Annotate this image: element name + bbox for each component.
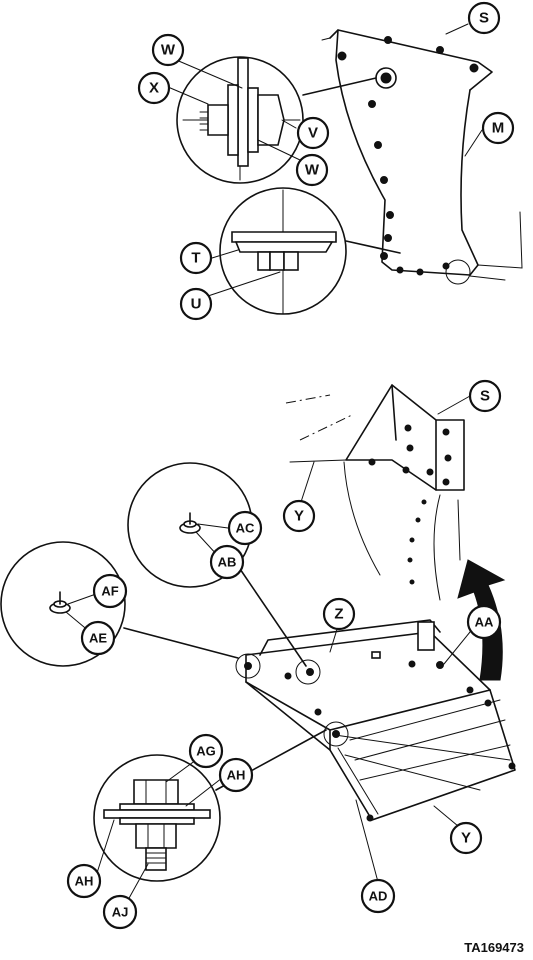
callout-af-label: AF: [101, 584, 118, 599]
callout-ac-label: AC: [236, 521, 255, 536]
callout-v: V: [296, 116, 330, 150]
callout-s-upper-label: S: [479, 10, 489, 27]
callout-ah-right: AH: [218, 757, 254, 793]
callout-x-label: X: [149, 80, 159, 97]
callout-w-bottom: W: [295, 153, 329, 187]
callout-v-label: V: [308, 125, 318, 142]
detail-nut-washer: [176, 56, 377, 184]
callout-aa-label: AA: [475, 615, 494, 630]
callout-ad-label: AD: [369, 889, 388, 904]
callout-x: X: [137, 71, 171, 105]
hull-structure: [285, 384, 465, 601]
callout-s-upper: S: [467, 1, 501, 35]
callout-t-label: T: [191, 250, 200, 267]
callout-w-top: W: [151, 33, 185, 67]
callout-s-lower: S: [468, 379, 502, 413]
callout-w-bottom-label: W: [305, 162, 320, 179]
callout-aj: AJ: [102, 894, 138, 930]
callout-s-lower-label: S: [480, 388, 490, 405]
callout-m-label: M: [492, 120, 505, 137]
callout-y-bottom: Y: [449, 821, 483, 855]
upper-view: S M W X V W T U: [137, 1, 523, 321]
callout-ah-left-label: AH: [75, 874, 94, 889]
callout-z-label: Z: [334, 606, 343, 623]
callout-ae-label: AE: [89, 631, 107, 646]
callout-y-top-label: Y: [294, 508, 304, 525]
callout-w-top-label: W: [161, 42, 176, 59]
raise-direction-arrow: [457, 559, 506, 681]
callout-m: M: [481, 111, 515, 145]
callout-af: AF: [92, 573, 128, 609]
lower-leaders: [65, 395, 471, 901]
callout-z: Z: [322, 597, 356, 631]
callout-aj-label: AJ: [112, 905, 129, 920]
detail-bolt-stack: [93, 729, 327, 882]
callout-ad: AD: [360, 878, 396, 914]
callout-u-label: U: [191, 296, 202, 313]
cover-panel-y: [235, 619, 516, 822]
callout-ab-label: AB: [218, 555, 237, 570]
side-panel-m: [321, 29, 523, 285]
edge-fasteners: [337, 36, 479, 285]
callout-ag-label: AG: [196, 744, 216, 759]
callout-t: T: [179, 241, 213, 275]
lower-view: S Y AC AB AF AE Z AA: [0, 379, 516, 930]
detail-spacer: [219, 187, 401, 315]
callout-y-top: Y: [282, 499, 316, 533]
callout-aa: AA: [466, 604, 502, 640]
callout-y-bottom-label: Y: [461, 830, 471, 847]
detail-screw-af: [0, 541, 239, 667]
figure-id: TA169473: [464, 940, 524, 955]
callout-ah-right-label: AH: [227, 768, 246, 783]
callout-ac: AC: [227, 510, 263, 546]
callout-ab: AB: [209, 544, 245, 580]
callout-u: U: [179, 287, 213, 321]
callout-ae: AE: [80, 620, 116, 656]
callout-ag: AG: [188, 733, 224, 769]
upper-leaders: [167, 23, 483, 297]
callout-ah-left: AH: [66, 863, 102, 899]
